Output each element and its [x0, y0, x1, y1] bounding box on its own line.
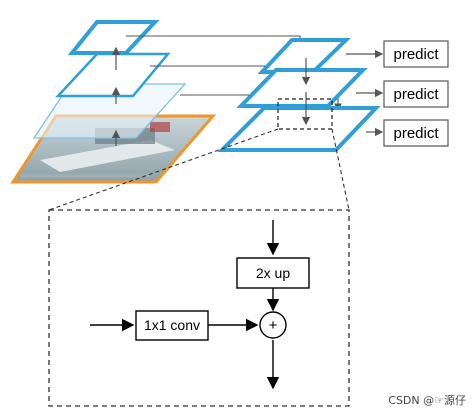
p-middle-map: [236, 68, 368, 108]
predict-box-3: predict: [383, 119, 449, 147]
upsample-label: 2x up: [256, 265, 290, 281]
predict-label-3: predict: [393, 125, 439, 142]
detail-connections: [90, 220, 280, 390]
conv-box: 1x1 conv: [135, 310, 209, 341]
detail-inset-frame: [48, 209, 350, 407]
zoom-guide-lines: [48, 128, 350, 211]
predict-label-2: predict: [393, 86, 439, 103]
p-bottom-map: [217, 106, 381, 152]
sum-node: +: [259, 311, 287, 339]
middle-feature-map: [55, 52, 171, 98]
predict-box-2: predict: [383, 80, 449, 108]
upsample-box: 2x up: [236, 257, 310, 289]
predict-label-1: predict: [393, 46, 439, 63]
bottom-feature-map: [32, 83, 187, 139]
p-top-map: [257, 38, 351, 74]
conv-label: 1x1 conv: [144, 317, 200, 333]
predict-arrows: [346, 49, 384, 137]
sum-symbol: +: [269, 317, 278, 334]
top-feature-map: [67, 20, 160, 55]
predict-box-1: predict: [383, 40, 449, 68]
watermark: CSDN @☞源仔: [388, 394, 466, 407]
